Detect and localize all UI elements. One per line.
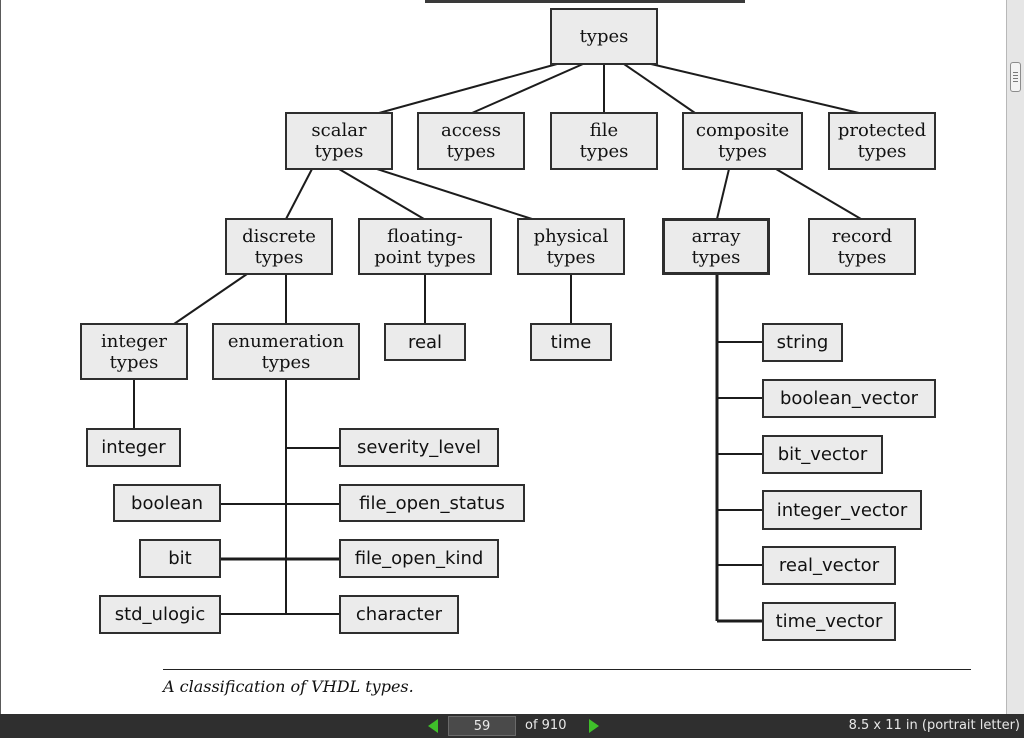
node-protected-types: protected types	[828, 112, 936, 170]
status-bar: of 910 8.5 x 11 in (portrait letter)	[0, 714, 1024, 738]
node-label: floating- point types	[374, 225, 476, 268]
node-scalar-types: scalar types	[285, 112, 393, 170]
page-count-label: of 910	[525, 718, 567, 733]
node-time-vector: time_vector	[762, 602, 896, 641]
node-character: character	[339, 595, 459, 634]
pdf-page: types scalar types access types file typ…	[0, 0, 971, 714]
node-physical-types: physical types	[517, 218, 625, 275]
node-label: boolean	[131, 492, 203, 514]
node-label: file types	[579, 120, 629, 162]
node-real-vector: real_vector	[762, 546, 896, 585]
node-label: discrete types	[242, 225, 316, 268]
node-label: severity_level	[356, 437, 482, 458]
node-label: boolean_vector	[779, 388, 919, 409]
grip-line	[1013, 81, 1018, 82]
node-label: integer types	[100, 330, 167, 373]
triangle-right-icon[interactable]	[589, 719, 599, 733]
node-file-open-kind: file_open_kind	[339, 539, 499, 578]
grip-line	[1013, 78, 1018, 79]
node-label: real	[407, 331, 443, 353]
node-label: integer_vector	[776, 499, 908, 521]
node-string: string	[762, 323, 843, 362]
figure-caption: A classification of VHDL types.	[163, 677, 414, 696]
caption-rule	[163, 669, 971, 670]
node-label: real_vector	[778, 555, 880, 576]
node-integer: integer	[86, 428, 181, 467]
node-composite-types: composite types	[682, 112, 803, 170]
node-label: composite types	[695, 120, 790, 162]
node-label: enumeration types	[227, 330, 345, 373]
node-label: file_open_status	[359, 492, 505, 514]
node-bit: bit	[139, 539, 221, 578]
node-label: bit	[168, 548, 192, 569]
node-discrete-types: discrete types	[225, 218, 333, 275]
page-top-edge	[425, 0, 745, 3]
node-label: integer	[101, 437, 166, 458]
node-enumeration-types: enumeration types	[212, 323, 360, 380]
node-std-ulogic: std_ulogic	[99, 595, 221, 634]
triangle-left-icon[interactable]	[428, 719, 438, 733]
page-size-label: 8.5 x 11 in (portrait letter)	[848, 718, 1020, 733]
node-label: file_open_kind	[354, 548, 484, 569]
node-label: protected types	[837, 120, 927, 162]
node-time: time	[530, 323, 612, 361]
node-types: types	[550, 8, 658, 65]
node-severity-level: severity_level	[339, 428, 499, 467]
node-label: time_vector	[775, 611, 883, 632]
node-label: array types	[691, 225, 741, 268]
node-label: access types	[440, 120, 502, 162]
node-integer-vector: integer_vector	[762, 490, 922, 530]
node-label: std_ulogic	[114, 604, 206, 625]
node-array-types: array types	[662, 218, 770, 275]
node-record-types: record types	[808, 218, 916, 275]
node-label: scalar types	[311, 120, 367, 162]
node-file-types: file types	[550, 112, 658, 170]
node-boolean-vector: boolean_vector	[762, 379, 936, 418]
document-viewport[interactable]: types scalar types access types file typ…	[0, 0, 1006, 714]
node-label: time	[550, 331, 592, 353]
node-real: real	[384, 323, 466, 361]
node-label: character	[355, 604, 443, 625]
node-label: physical types	[533, 225, 609, 268]
tree-connectors	[133, 63, 862, 623]
node-label: bit_vector	[777, 444, 868, 465]
node-label: string	[776, 332, 829, 353]
vertical-scrollbar[interactable]	[1006, 0, 1024, 714]
node-label: types	[579, 26, 629, 47]
scrollbar-thumb[interactable]	[1010, 62, 1021, 92]
node-file-open-status: file_open_status	[339, 484, 525, 522]
grip-line	[1013, 72, 1018, 73]
grip-line	[1013, 75, 1018, 76]
node-label: record types	[831, 225, 893, 268]
node-integer-types: integer types	[80, 323, 188, 380]
page-number-input[interactable]	[448, 716, 516, 736]
node-bit-vector: bit_vector	[762, 435, 883, 474]
node-floating-point-types: floating- point types	[358, 218, 492, 275]
node-access-types: access types	[417, 112, 525, 170]
node-boolean: boolean	[113, 484, 221, 522]
